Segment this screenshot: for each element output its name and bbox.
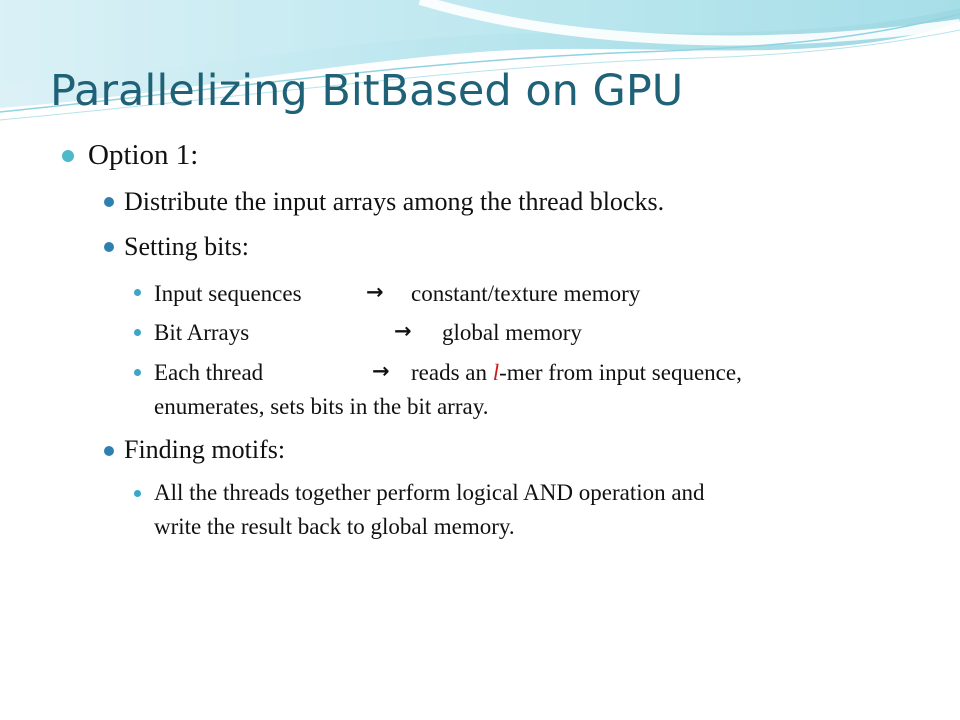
header-wave-decoration: [0, 0, 960, 121]
each-thread-continuation: enumerates, sets bits in the bit array.: [154, 394, 489, 419]
setting-bits-heading: Setting bits:: [124, 232, 249, 261]
bit-arrays-target: global memory: [442, 320, 582, 345]
slide-title: Parallelizing BitBased on GPU: [50, 66, 684, 116]
bit-arrays-label: Bit Arrays: [154, 320, 250, 345]
input-sequences-target: constant/texture memory: [411, 281, 641, 306]
each-thread-target: reads an l-mer from input sequence,: [411, 361, 742, 384]
each-thread-target-end: -mer from input sequence,: [499, 360, 742, 385]
bullet-dot-icon: [134, 490, 141, 497]
bullet-dot-icon: [134, 369, 141, 376]
right-arrow-icon: →: [366, 280, 384, 304]
bullet-dot-icon: [62, 150, 74, 162]
distribute-text: Distribute the input arrays among the th…: [124, 187, 665, 216]
bullet-dot-icon: [104, 197, 114, 207]
right-arrow-icon: →: [372, 359, 390, 383]
bullet-dot-icon: [134, 329, 141, 336]
bullet-dot-icon: [104, 446, 114, 456]
input-sequences-label: Input sequences: [154, 281, 302, 306]
each-thread-target-start: reads an: [411, 360, 493, 385]
l-mer-highlight: l: [492, 360, 500, 385]
each-thread-label: Each thread: [154, 360, 264, 385]
bullet-dot-icon: [134, 289, 141, 296]
bullet-dot-icon: [104, 242, 114, 252]
finding-motifs-line1: All the threads together perform logical…: [154, 480, 705, 505]
option-heading: Option 1:: [88, 139, 199, 171]
finding-motifs-line2: write the result back to global memory.: [154, 514, 515, 539]
finding-motifs-heading: Finding motifs:: [124, 435, 286, 464]
right-arrow-icon: →: [394, 319, 412, 343]
